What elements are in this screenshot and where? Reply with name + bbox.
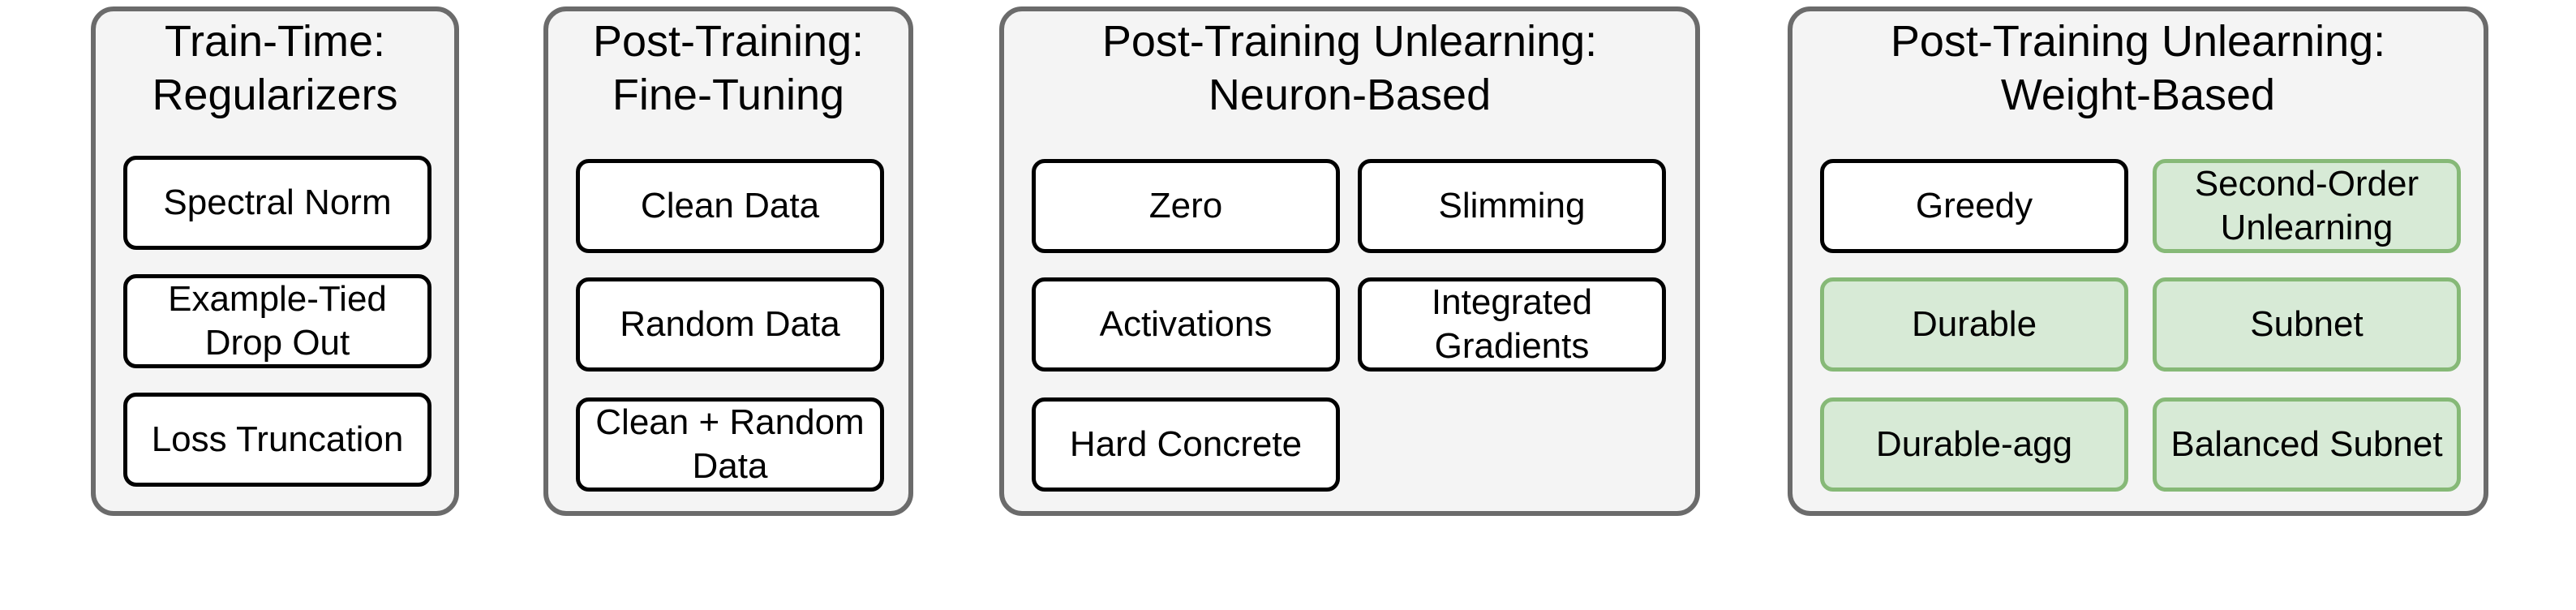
method-box-greedy: Greedy	[1820, 159, 2128, 253]
method-box-slimming: Slimming	[1358, 159, 1666, 253]
group-title: Post-Training Unlearning:Neuron-Based	[1101, 17, 1598, 119]
method-box-clean-data: Clean Data	[576, 159, 884, 253]
method-box-subnet: Subnet	[2153, 277, 2461, 372]
group-train-time-regularizers: Train-Time:Regularizers Spectral Norm Ex…	[91, 6, 459, 516]
method-box-hard-concrete: Hard Concrete	[1032, 397, 1340, 492]
group-weight-based-unlearning: Post-Training Unlearning:Weight-Based Gr…	[1788, 6, 2488, 516]
method-box-activations: Activations	[1032, 277, 1340, 372]
group-title: Post-Training:Fine-Tuning	[592, 17, 865, 119]
method-box-loss-truncation: Loss Truncation	[123, 393, 431, 487]
method-box-spectral-norm: Spectral Norm	[123, 156, 431, 250]
method-box-balanced-subnet: Balanced Subnet	[2153, 397, 2461, 492]
group-title: Post-Training Unlearning:Weight-Based	[1890, 17, 2386, 119]
group-post-training-fine-tuning: Post-Training:Fine-Tuning Clean Data Ran…	[543, 6, 913, 516]
method-box-random-data: Random Data	[576, 277, 884, 372]
method-box-zero: Zero	[1032, 159, 1340, 253]
method-box-durable: Durable	[1820, 277, 2128, 372]
group-title: Train-Time:Regularizers	[152, 17, 398, 119]
method-box-durable-agg: Durable-agg	[1820, 397, 2128, 492]
group-neuron-based-unlearning: Post-Training Unlearning:Neuron-Based Ze…	[999, 6, 1700, 516]
